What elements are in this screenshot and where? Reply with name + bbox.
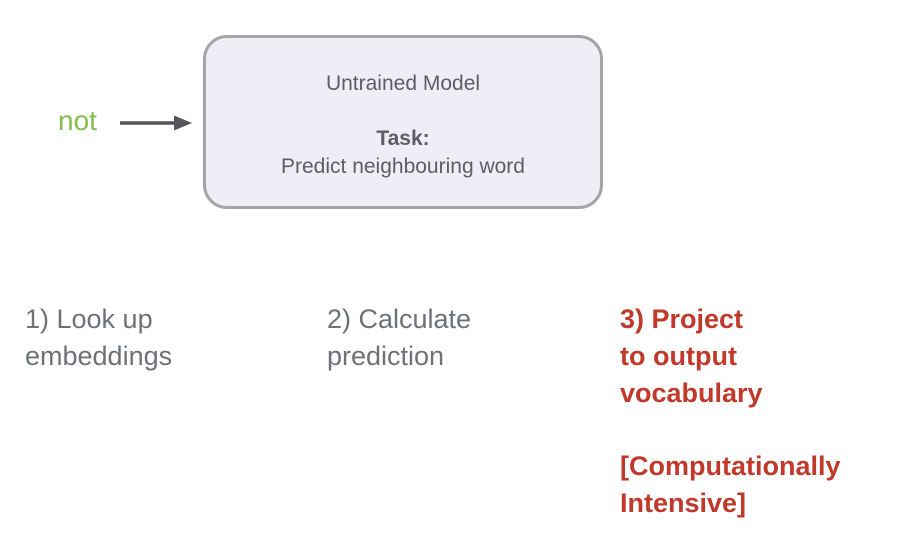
step-3-project-to-output-vocabulary: 3) Project to output vocabulary bbox=[620, 304, 763, 408]
arrow-right-icon bbox=[120, 115, 192, 131]
input-word: not bbox=[58, 105, 97, 136]
computationally-intensive-note: [Computationally Intensive] bbox=[620, 451, 841, 518]
model-box-task-label: Task: bbox=[376, 127, 430, 150]
step-1-look-up-embeddings: 1) Look up embeddings bbox=[25, 304, 173, 371]
model-box-task-description: Predict neighbouring word bbox=[281, 155, 525, 178]
step-2-calculate-prediction: 2) Calculate prediction bbox=[327, 304, 472, 371]
model-box: Untrained Model Task: Predict neighbouri… bbox=[203, 35, 603, 209]
model-box-title: Untrained Model bbox=[325, 72, 481, 95]
